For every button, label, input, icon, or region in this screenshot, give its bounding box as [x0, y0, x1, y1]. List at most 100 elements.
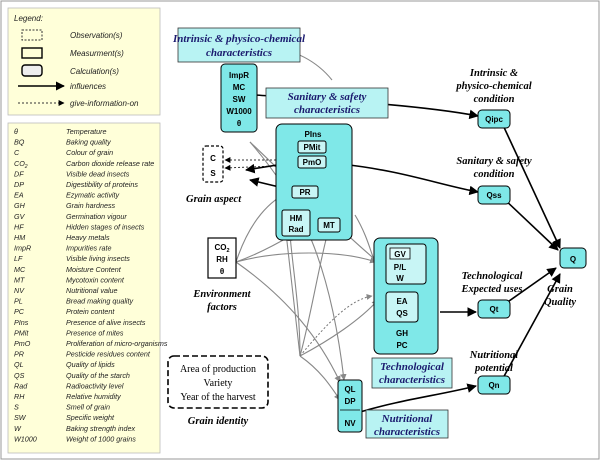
qipc-label: Qipc	[485, 115, 503, 124]
grain-aspect-box	[202, 145, 224, 183]
qipc-node	[477, 109, 511, 129]
sanitary-group: Sanitary & safety characteristics PIns P…	[265, 87, 389, 241]
legend-give-information: give-information-on	[70, 99, 139, 108]
abbreviation-description: Moisture Content	[66, 265, 122, 274]
identity-variety: Variety	[204, 378, 233, 389]
pmo-label: PmO	[303, 158, 322, 167]
abbreviation-description: Digestibility of proteins	[66, 180, 138, 189]
abbreviation-description: Nutritional value	[66, 286, 118, 295]
hm-rad-box	[281, 209, 311, 237]
abbreviation-code: DF	[14, 169, 24, 178]
nv-label: NV	[344, 419, 356, 428]
nutritional-header-line2: characteristics	[374, 426, 440, 438]
abbreviation-code: LF	[14, 254, 23, 263]
qss-label: Qss	[486, 191, 502, 200]
abbreviation-description: Proliferation of micro-organisms	[66, 339, 168, 348]
environment-label-line2: factors	[207, 302, 237, 313]
abbreviation-code: W	[14, 424, 22, 433]
abbreviations-background	[7, 122, 161, 454]
env-co2: CO2	[214, 243, 229, 254]
intrinsic-item: SW	[233, 95, 246, 104]
dp-label: DP	[344, 397, 356, 406]
outputs-group: Intrinsic & physico-chemical condition Q…	[455, 68, 587, 395]
abbreviation-description: Carbon dioxide release rate	[66, 159, 154, 168]
pl-label: P/L	[394, 263, 407, 272]
abbreviation-description: Weight of 1000 grains	[66, 434, 136, 443]
abbreviation-description: Baking strength index	[66, 424, 136, 433]
intrinsic-item: W1000	[226, 107, 252, 116]
environment-group: CO2 RH θ Environment factors	[192, 237, 252, 313]
intrinsic-condition-line2: physico-chemical	[455, 81, 531, 92]
intrinsic-header-line1: Intrinsic & physico-chemical	[172, 33, 306, 45]
qn-node	[477, 375, 511, 395]
abbreviation-code: PC	[14, 307, 25, 316]
abbreviation-description: Visible dead insects	[66, 169, 130, 178]
legend-influences: influences	[70, 82, 106, 91]
technological-header-line2: characteristics	[379, 374, 445, 386]
env-rh: RH	[216, 255, 228, 264]
gv-label: GV	[394, 250, 406, 259]
abbreviation-description: Baking quality	[66, 138, 111, 147]
abbreviation-code: PIns	[14, 318, 29, 327]
grain-quality-line2: Quality	[544, 297, 576, 308]
ql-label: QL	[344, 385, 355, 394]
sanitary-condition-line1: Sanitary & safety	[456, 156, 532, 167]
grain-identity-label: Grain identity	[188, 416, 249, 427]
abbreviation-description: Grain hardness	[66, 201, 116, 210]
observation-symbol	[21, 29, 43, 41]
abbreviation-code: QL	[14, 360, 24, 369]
abbreviation-code: PR	[14, 350, 24, 359]
abbreviation-description: Colour of grain	[66, 148, 113, 157]
mt-box	[317, 217, 341, 233]
abbreviation-description: Radioactivity level	[66, 381, 124, 390]
abbreviation-code: PL	[14, 297, 23, 306]
q-label: Q	[570, 255, 576, 264]
expected-uses-line1: Technological	[462, 271, 523, 282]
intrinsic-condition-line1: Intrinsic &	[469, 68, 519, 79]
hm-label: HM	[290, 214, 303, 223]
abbreviation-code: MT	[14, 275, 25, 284]
pmo-box	[297, 155, 327, 169]
nutritional-group: QL DP NV Nutritional characteristics	[337, 379, 449, 439]
abbreviation-code: DP	[14, 180, 24, 189]
abbreviation-code: W1000	[14, 434, 37, 443]
abbreviation-code: PMit	[14, 328, 29, 337]
abbreviation-code: PmO	[14, 339, 31, 348]
abbreviation-code: BQ	[14, 138, 25, 147]
grain-quality-line1: Grain	[547, 284, 573, 295]
abbreviation-code: Rad	[14, 381, 28, 390]
abbreviation-description: Ezymatic activity	[66, 191, 120, 200]
intrinsic-header-box	[177, 27, 301, 63]
abbreviation-code: HF	[14, 222, 24, 231]
abbreviation-description: Quality of lipids	[66, 360, 115, 369]
sanitary-header-box	[265, 87, 389, 119]
nutritional-header-line1: Nutritional	[381, 413, 434, 425]
abbreviation-description: Presence of alive insects	[66, 318, 146, 327]
intrinsic-header-line2: characteristics	[206, 47, 272, 59]
intrinsic-group: Intrinsic & physico-chemical characteris…	[172, 27, 306, 133]
abbreviation-description: Smell of grain	[66, 403, 110, 412]
grain-aspect-label: Grain aspect	[186, 194, 242, 205]
mt-label: MT	[323, 221, 335, 230]
intrinsic-measures-box	[220, 63, 258, 133]
abbreviation-description: Heavy metals	[66, 233, 110, 242]
abbreviation-description: Quality of the starch	[66, 371, 130, 380]
abbreviation-code: C	[14, 148, 20, 157]
gv-box	[389, 247, 411, 260]
abbreviation-code: MC	[14, 265, 26, 274]
pmit-label: PMit	[304, 143, 321, 152]
abbreviation-description: Relative humidity	[66, 392, 121, 401]
abbreviation-code: GV	[14, 212, 26, 221]
legend-observation: Observation(s)	[70, 31, 123, 40]
pmit-box	[297, 140, 327, 154]
sanitary-condition-line2: condition	[474, 169, 515, 180]
identity-year: Year of the harvest	[180, 392, 256, 403]
colour-label: C	[210, 154, 216, 163]
ea-label: EA	[396, 297, 407, 306]
abbreviation-code: GH	[14, 201, 26, 210]
abbreviation-code: RH	[14, 392, 25, 401]
legend-measurement: Measurment(s)	[70, 49, 124, 58]
